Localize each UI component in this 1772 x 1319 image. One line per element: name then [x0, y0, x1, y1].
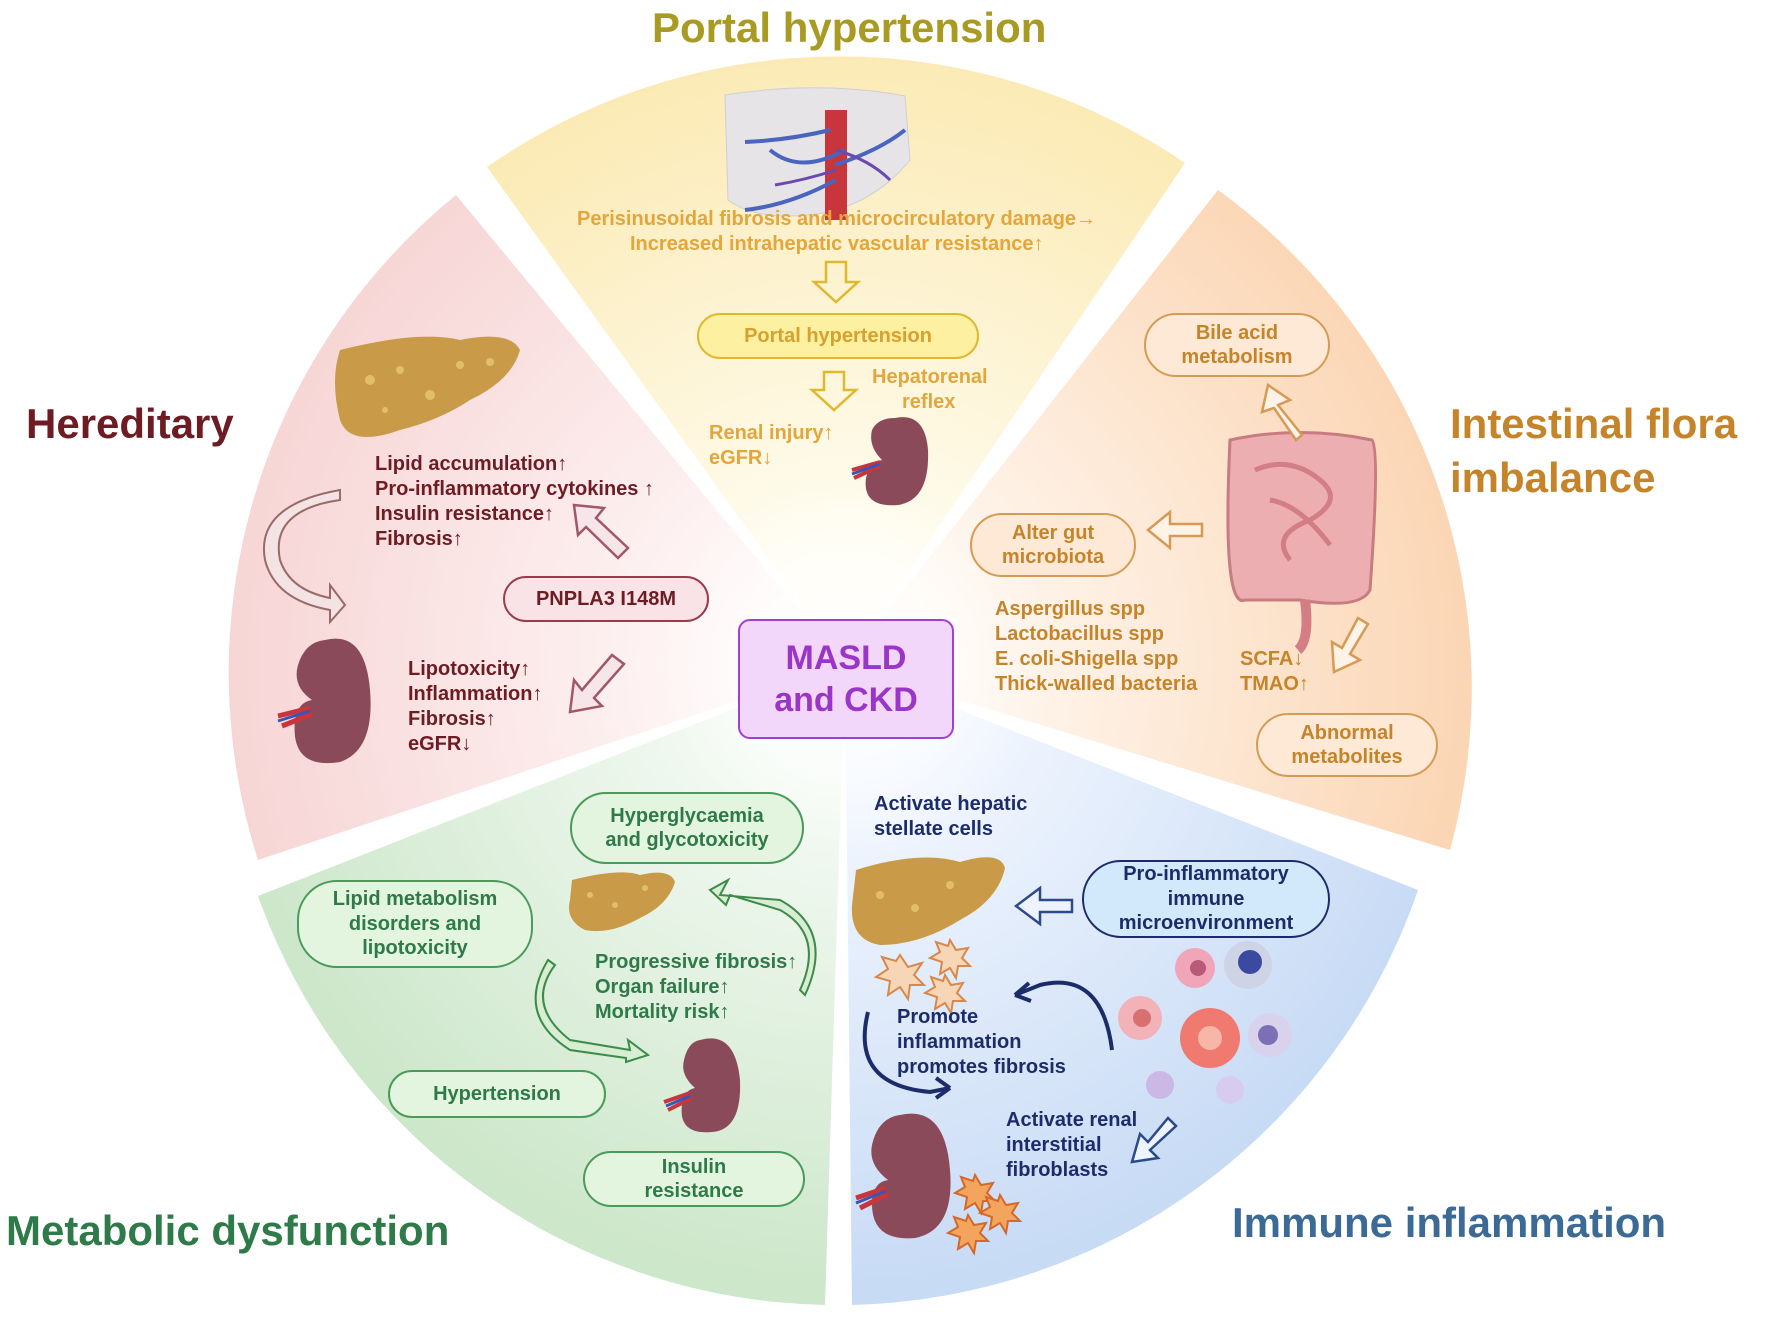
intestinal-title-line2: imbalance: [1450, 454, 1656, 501]
kidney-icon: [851, 417, 929, 506]
promote-line1: Promote: [897, 1006, 979, 1028]
kidney-effect-3: Fibrosis↑: [408, 708, 496, 730]
curved-arrow-icon: [534, 877, 817, 1064]
fatty-liver-illustration: [335, 336, 520, 438]
species-2: Lactobacillus spp: [995, 623, 1164, 645]
portal-title: Portal hypertension: [652, 4, 1047, 51]
promote-line2: inflammation: [897, 1031, 1022, 1053]
tmao-text: TMAO↑: [1240, 673, 1309, 695]
portal-liver-vessel-illustration: [724, 87, 911, 220]
renal-fibro-line1: Activate renal: [1006, 1109, 1138, 1131]
species-4: Thick-walled bacteria: [995, 673, 1198, 695]
species-1: Aspergillus spp: [995, 598, 1146, 620]
promote-line3: promotes fibrosis: [897, 1056, 1066, 1078]
liver-effect-3: Insulin resistance↑: [375, 503, 554, 525]
insulin-line2: resistance: [644, 1180, 744, 1202]
bile-acid-box: Bile acid metabolism: [1144, 313, 1330, 377]
insulin-resistance-box: Insulin resistance: [583, 1151, 805, 1207]
liver-effect-1: Lipid accumulation↑: [375, 453, 568, 475]
renal-fibro-line2: interstitial: [1006, 1134, 1102, 1156]
portal-cause-line2: Increased intrahepatic vascular resistan…: [630, 233, 1044, 255]
abnormal-line1: Abnormal: [1300, 721, 1394, 744]
diagonal-arrow-icon: [568, 503, 630, 714]
hereditary-title: Hereditary: [26, 400, 234, 447]
portal-cause-line1: Perisinusoidal fibrosis and microcircula…: [577, 208, 1097, 230]
alter-gut-box: Alter gut microbiota: [970, 513, 1136, 577]
bile-acid-line1: Bile acid: [1195, 321, 1279, 344]
lipid-line1: Lipid metabolism: [332, 888, 498, 911]
center-line1: MASLD: [785, 638, 907, 677]
outline-arrow-icon: [1146, 382, 1370, 674]
alter-gut-line2: microbiota: [1001, 546, 1105, 568]
stellate-line2: stellate cells: [874, 818, 993, 840]
pro-inflammatory-box: Pro-inflammatory immune microenvironment: [1082, 860, 1330, 938]
stellate-line1: Activate hepatic: [874, 793, 1028, 815]
env-line3: microenvironment: [1118, 912, 1294, 935]
fatty-liver-illustration: [851, 857, 1005, 945]
kidney-icon: [277, 638, 371, 764]
hyperglycaemia-line2: and glycotoxicity: [605, 829, 769, 851]
kidney-icon: [855, 1113, 951, 1239]
fibroblast-cell-icon: [945, 1172, 1023, 1256]
renal-injury-text: Renal injury↑: [709, 422, 834, 444]
outcome-3: Mortality risk↑: [595, 1001, 730, 1023]
kidney-effect-1: Lipotoxicity↑: [408, 658, 531, 680]
kidney-effect-2: Inflammation↑: [408, 683, 543, 705]
liver-effect-4: Fibrosis↑: [375, 528, 463, 550]
sector-immune: [845, 665, 1418, 1305]
immune-title: Immune inflammation: [1232, 1199, 1667, 1246]
kidney-effect-4: eGFR↓: [408, 733, 472, 755]
species-3: E. coli-Shigella spp: [995, 648, 1179, 670]
immune-cells-illustration: [1118, 941, 1292, 1104]
down-arrow-icon: [808, 260, 862, 412]
liver-effect-2: Pro-inflammatory cytokines ↑: [375, 478, 654, 500]
lipid-metabolism-box: Lipid metabolism disorders and lipotoxic…: [297, 880, 533, 968]
hyperglycaemia-box: Hyperglycaemia and glycotoxicity: [570, 792, 804, 864]
abnormal-metabolites-box: Abnormal metabolites: [1256, 713, 1438, 777]
alter-gut-line1: Alter gut: [1011, 521, 1095, 544]
bile-acid-line2: metabolism: [1181, 346, 1293, 368]
abnormal-line2: metabolites: [1291, 746, 1403, 768]
curved-arrow-icon: [262, 488, 347, 625]
pnpla3-gene-box: PNPLA3 I148M: [503, 576, 709, 622]
lipid-line3: lipotoxicity: [362, 937, 468, 960]
stellate-cell-icon: [873, 937, 973, 1016]
center-masld-ckd-box: MASLD and CKD: [738, 619, 954, 739]
lipid-line2: disorders and: [348, 912, 482, 935]
outcome-2: Organ failure↑: [595, 976, 730, 998]
insulin-line1: Insulin: [661, 1155, 727, 1178]
intestinal-title-line1: Intestinal flora: [1450, 400, 1738, 447]
curved-arrow-icon: [862, 980, 1114, 1100]
scfa-text: SCFA↓: [1240, 648, 1304, 670]
portal-egfr-text: eGFR↓: [709, 447, 773, 469]
portal-hypertension-box: Portal hypertension: [697, 313, 979, 359]
metabolic-title: Metabolic dysfunction: [6, 1207, 450, 1254]
center-line2: and CKD: [774, 681, 918, 719]
intestine-illustration: [1226, 431, 1378, 654]
sector-portal: [487, 56, 1185, 665]
env-line2: immune: [1167, 887, 1245, 910]
hyperglycaemia-line1: Hyperglycaemia: [610, 804, 764, 827]
hypertension-box: Hypertension: [388, 1070, 606, 1118]
hepatorenal-line1: Hepatorenal: [872, 366, 988, 388]
outline-arrow-icon: [1013, 885, 1178, 1164]
renal-fibro-line3: fibroblasts: [1006, 1159, 1109, 1181]
fatty-liver-illustration: [569, 872, 675, 932]
kidney-icon: [663, 1038, 741, 1133]
env-line1: Pro-inflammatory: [1123, 863, 1289, 886]
outcome-1: Progressive fibrosis↑: [595, 951, 798, 973]
hepatorenal-line2: reflex: [902, 391, 956, 413]
